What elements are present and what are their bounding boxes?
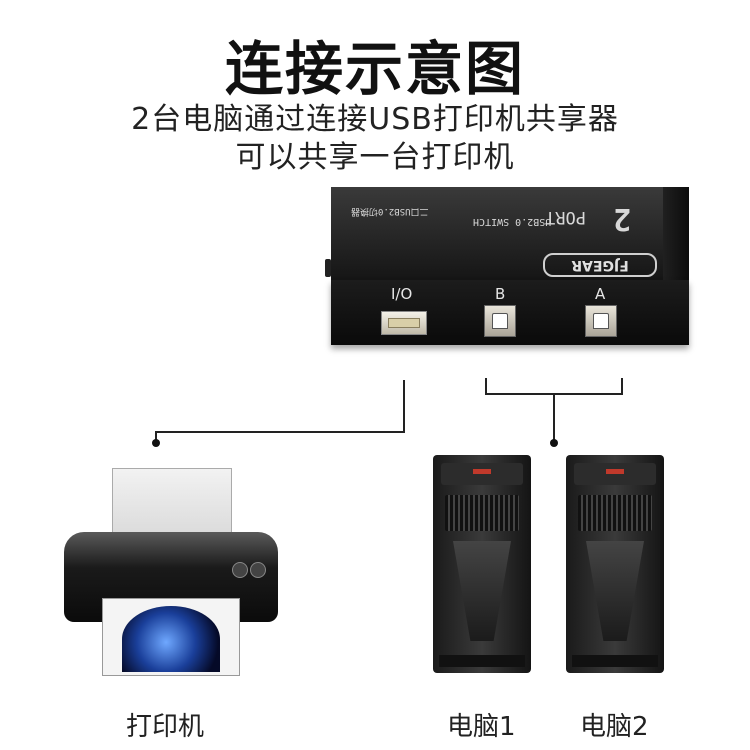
- usb-b-port-icon: [585, 305, 617, 337]
- tower-top-panel: [441, 463, 523, 485]
- port-label-b: B: [495, 285, 505, 303]
- tower-led-icon: [606, 469, 624, 474]
- tower-grill: [445, 495, 519, 531]
- computer-tower-2: [566, 455, 664, 673]
- connector-dot-computers: [550, 439, 558, 447]
- tower-top-panel: [574, 463, 656, 485]
- connector-dot-printer: [152, 439, 160, 447]
- brand-logo: FJGEAR: [543, 253, 657, 277]
- connector-io-vertical: [403, 380, 405, 432]
- connector-a-vertical: [621, 378, 623, 394]
- switch-cn-label: 二口USB2.0切换器: [351, 206, 429, 219]
- switch-model-text: USB2.0 SWITCH: [473, 216, 551, 227]
- port-count-number: 2: [613, 201, 631, 236]
- port-label-io: I/O: [391, 285, 412, 303]
- connector-b-vertical: [485, 378, 487, 394]
- printed-globe-image: [122, 606, 220, 672]
- tower-grill: [578, 495, 652, 531]
- computer-tower-1: [433, 455, 531, 673]
- printer-illustration: [64, 468, 278, 678]
- connector-io-horizontal: [156, 431, 405, 433]
- usb-b-port-icon: [484, 305, 516, 337]
- tower-led-icon: [473, 469, 491, 474]
- tower-foot: [439, 655, 525, 667]
- printer-button-icon: [232, 562, 248, 578]
- connector-ab-drop: [553, 393, 555, 443]
- port-label-a: A: [595, 285, 605, 303]
- tower-foot: [572, 655, 658, 667]
- subtitle-line-2: 可以共享一台打印机: [0, 132, 750, 176]
- switch-top-panel: 2 PORT USB2.0 SWITCH 二口USB2.0切换器 FJGEAR: [331, 187, 663, 280]
- printer-caption: 打印机: [126, 706, 204, 743]
- usb-a-port-icon: [381, 311, 427, 335]
- computer-2-caption: 电脑2: [580, 706, 649, 743]
- printer-button-icon: [250, 562, 266, 578]
- computer-1-caption: 电脑1: [447, 706, 516, 743]
- usb-printer-switch: 2 PORT USB2.0 SWITCH 二口USB2.0切换器 FJGEAR …: [331, 187, 689, 345]
- switch-side-panel: [663, 187, 689, 280]
